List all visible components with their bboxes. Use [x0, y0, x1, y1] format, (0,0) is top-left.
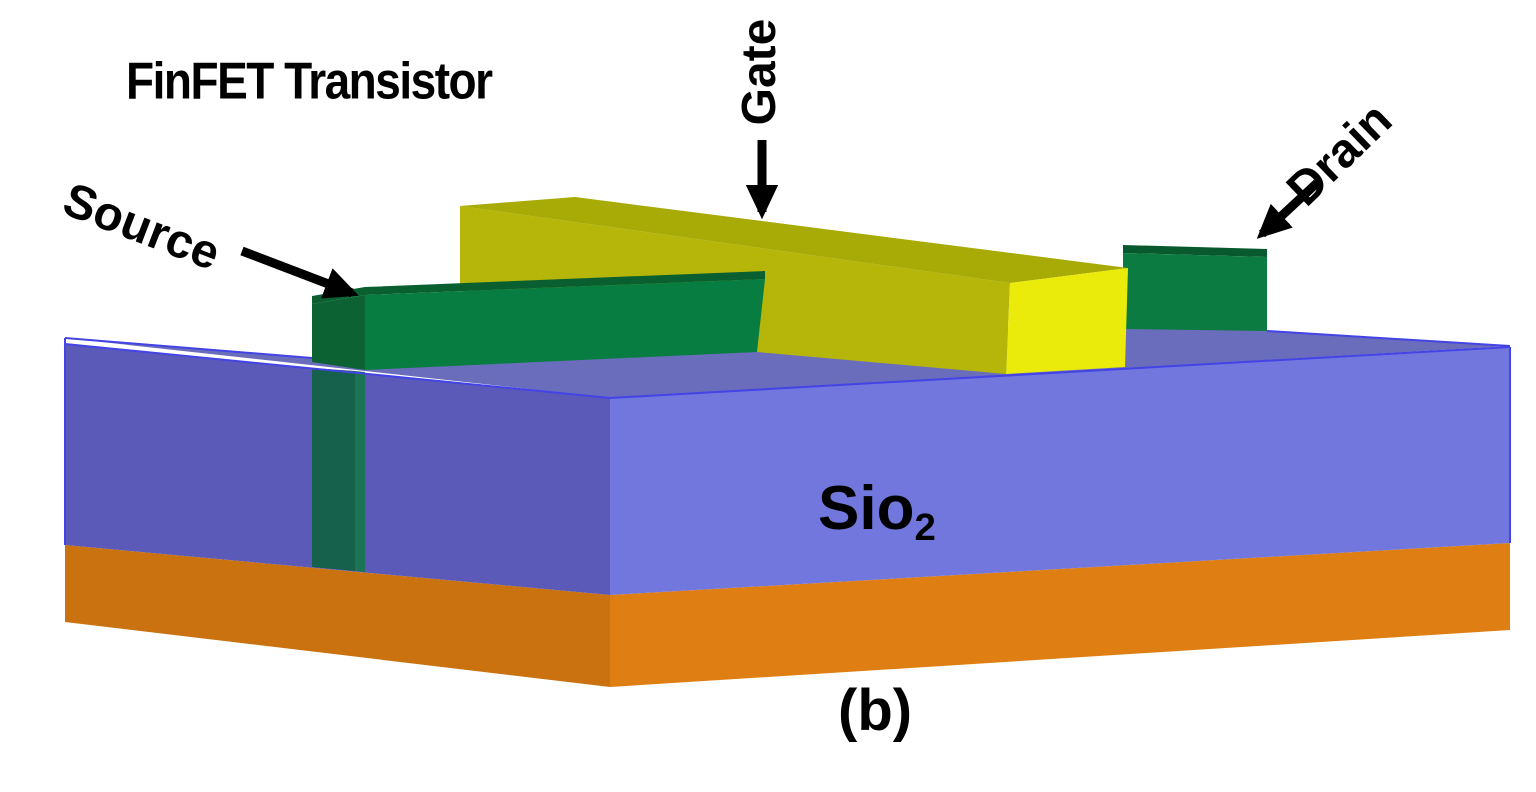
- sio2-label-main: Sio: [818, 474, 915, 543]
- source-fin-top: [312, 271, 765, 304]
- gate-end-face: [1006, 268, 1128, 374]
- drain-arrow: [1256, 179, 1321, 239]
- sio2-top-face: [65, 322, 1510, 398]
- gate-label: Gate: [733, 18, 786, 126]
- source-arrow: [240, 246, 359, 299]
- sio2-front-edge: [64, 343, 1511, 400]
- sio2-label-subscript: 2: [914, 505, 936, 549]
- source-fin-end: [312, 295, 365, 370]
- source-fin-front: [365, 279, 765, 370]
- fin-embedded-section-highlight: [355, 371, 365, 572]
- gate-top-face: [460, 197, 1128, 283]
- substrate-right-face: [610, 543, 1510, 687]
- figure-caption: (b): [838, 678, 913, 743]
- sio2-label: Sio2: [818, 478, 936, 547]
- drain-bar-front: [1123, 253, 1267, 331]
- substrate-left-face: [65, 545, 610, 687]
- sio2-right-face: [610, 347, 1510, 595]
- sio2-back-edge-left: [64, 337, 313, 359]
- sio2-back-edge-right: [1266, 330, 1511, 347]
- diagram-title: FinFET Transistor: [126, 51, 493, 110]
- fin-embedded-section: [312, 368, 355, 571]
